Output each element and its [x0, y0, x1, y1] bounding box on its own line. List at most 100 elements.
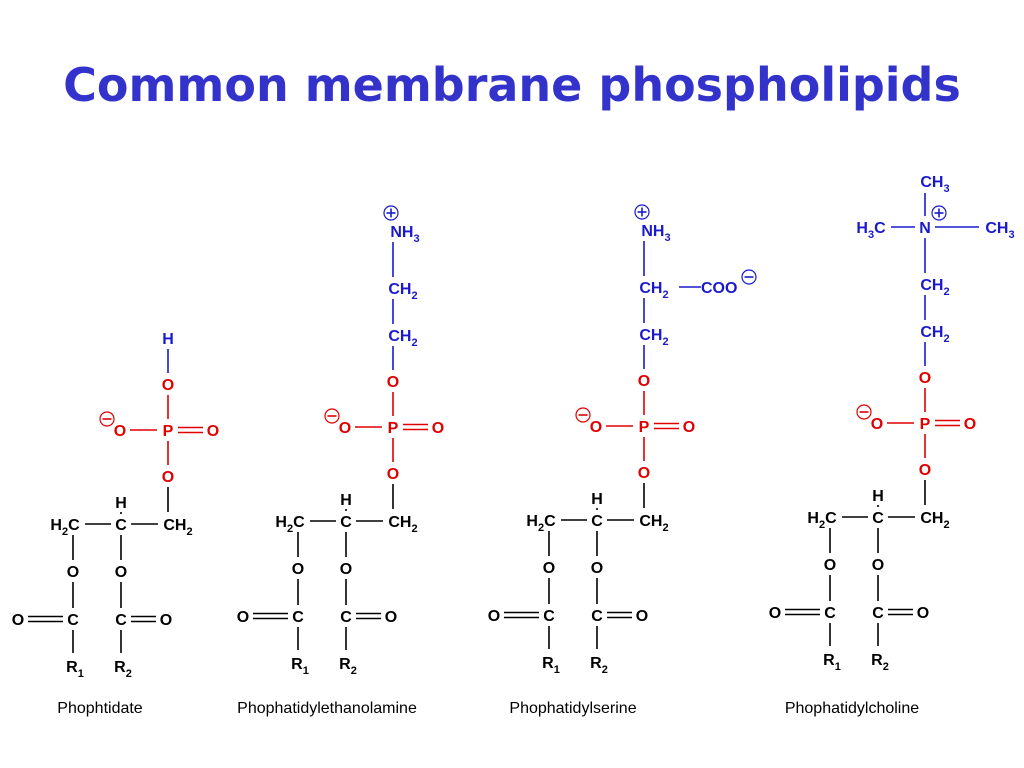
- phosphate-oxygen-bottom: O: [638, 465, 650, 482]
- carbonyl-oxygen: O: [237, 609, 249, 626]
- head-ch2: CH2: [920, 277, 949, 298]
- molecule-name-serine: Phophatidylserine: [509, 700, 636, 717]
- carbonyl-carbon: C: [824, 605, 836, 622]
- molecule-name-choline: Phophatidylcholine: [785, 700, 919, 717]
- phosphate-oxygen-left: O: [590, 419, 602, 436]
- methyl-h3c: H3C: [856, 220, 886, 241]
- backbone-carbon: C: [340, 514, 352, 531]
- ester-oxygen: O: [591, 560, 603, 577]
- carbonyl-carbon: C: [67, 612, 79, 629]
- acyl-chain-r2: R2: [590, 655, 608, 676]
- backbone-h2c: H2C: [50, 517, 80, 538]
- methyl-ch3: CH3: [985, 220, 1014, 241]
- acyl-chain-r1: R1: [823, 652, 841, 673]
- phosphate-oxygen-bottom: O: [919, 462, 931, 479]
- acyl-chain-r1: R1: [542, 655, 560, 676]
- backbone-hydrogen: H: [115, 495, 127, 512]
- carbonyl-oxygen: O: [769, 605, 781, 622]
- acyl-chain-r1: R1: [66, 659, 84, 680]
- ester-oxygen: O: [824, 557, 836, 574]
- phosphate-oxygen-left: O: [114, 423, 126, 440]
- carboxylate-group: COO: [701, 280, 737, 297]
- ester-oxygen: O: [115, 564, 127, 581]
- carbonyl-oxygen: O: [385, 609, 397, 626]
- acyl-chain-r2: R2: [871, 652, 889, 673]
- negative-charge: [741, 269, 757, 285]
- phosphate-oxygen-top: O: [919, 370, 931, 387]
- negative-charge: [856, 404, 872, 420]
- backbone-ch2: CH2: [388, 514, 417, 535]
- backbone-ch2: CH2: [639, 513, 668, 534]
- backbone-h2c: H2C: [807, 510, 837, 531]
- backbone-carbon: C: [872, 510, 884, 527]
- backbone-h2c: H2C: [275, 514, 305, 535]
- phosphate-oxygen-bottom: O: [387, 466, 399, 483]
- carbonyl-carbon: C: [591, 608, 603, 625]
- carbonyl-carbon: C: [292, 609, 304, 626]
- carbonyl-oxygen: O: [636, 608, 648, 625]
- ammonium-group: NH3: [390, 224, 419, 245]
- ester-oxygen: O: [292, 561, 304, 578]
- phosphate-oxygen-top: O: [162, 377, 174, 394]
- backbone-hydrogen: H: [872, 488, 884, 505]
- ester-oxygen: O: [543, 560, 555, 577]
- phosphorus-atom: P: [920, 416, 931, 433]
- carbonyl-carbon: C: [340, 609, 352, 626]
- backbone-hydrogen: H: [340, 492, 352, 509]
- negative-charge: [99, 411, 115, 427]
- head-ch2: CH2: [388, 281, 417, 302]
- phosphorus-atom: P: [639, 419, 650, 436]
- carbonyl-oxygen: O: [160, 612, 172, 629]
- carbonyl-oxygen: O: [12, 612, 24, 629]
- phosphate-oxygen-right: O: [683, 419, 695, 436]
- phosphate-oxygen-top: O: [387, 374, 399, 391]
- phosphate-oxygen-right: O: [207, 423, 219, 440]
- backbone-carbon: C: [591, 513, 603, 530]
- positive-charge: [931, 205, 947, 221]
- molecule-name-ethanolamine: Phophatidylethanolamine: [237, 700, 417, 717]
- head-ch2: CH2: [639, 327, 668, 348]
- backbone-hydrogen: H: [591, 491, 603, 508]
- phosphate-oxygen-right: O: [964, 416, 976, 433]
- backbone-carbon: C: [115, 517, 127, 534]
- ester-oxygen: O: [340, 561, 352, 578]
- carbonyl-carbon: C: [543, 608, 555, 625]
- backbone-ch2: CH2: [920, 510, 949, 531]
- page-title: Common membrane phospholipids: [63, 58, 961, 112]
- hydrogen-atom: H: [162, 331, 174, 348]
- positive-charge: [383, 205, 399, 221]
- backbone-h2c: H2C: [526, 513, 556, 534]
- head-ch2: CH2: [920, 324, 949, 345]
- backbone-ch2: CH2: [163, 517, 192, 538]
- negative-charge: [575, 407, 591, 423]
- positive-charge: [634, 204, 650, 220]
- methyl-ch3: CH3: [920, 174, 949, 195]
- head-ch2: CH2: [639, 280, 668, 301]
- carbonyl-oxygen: O: [488, 608, 500, 625]
- acyl-chain-r2: R2: [339, 656, 357, 677]
- carbonyl-oxygen: O: [917, 605, 929, 622]
- ammonium-group: NH3: [641, 223, 670, 244]
- ester-oxygen: O: [67, 564, 79, 581]
- nitrogen-atom: N: [919, 220, 931, 237]
- acyl-chain-r1: R1: [291, 656, 309, 677]
- phosphate-oxygen-top: O: [638, 373, 650, 390]
- head-ch2: CH2: [388, 328, 417, 349]
- negative-charge: [324, 408, 340, 424]
- carbonyl-carbon: C: [872, 605, 884, 622]
- phosphate-oxygen-left: O: [339, 420, 351, 437]
- carbonyl-carbon: C: [115, 612, 127, 629]
- phosphate-oxygen-bottom: O: [162, 469, 174, 486]
- phosphorus-atom: P: [163, 423, 174, 440]
- phosphate-oxygen-right: O: [432, 420, 444, 437]
- phosphorus-atom: P: [388, 420, 399, 437]
- acyl-chain-r2: R2: [114, 659, 132, 680]
- molecule-name-phosphatidate: Phophtidate: [57, 700, 143, 717]
- ester-oxygen: O: [872, 557, 884, 574]
- phosphate-oxygen-left: O: [871, 416, 883, 433]
